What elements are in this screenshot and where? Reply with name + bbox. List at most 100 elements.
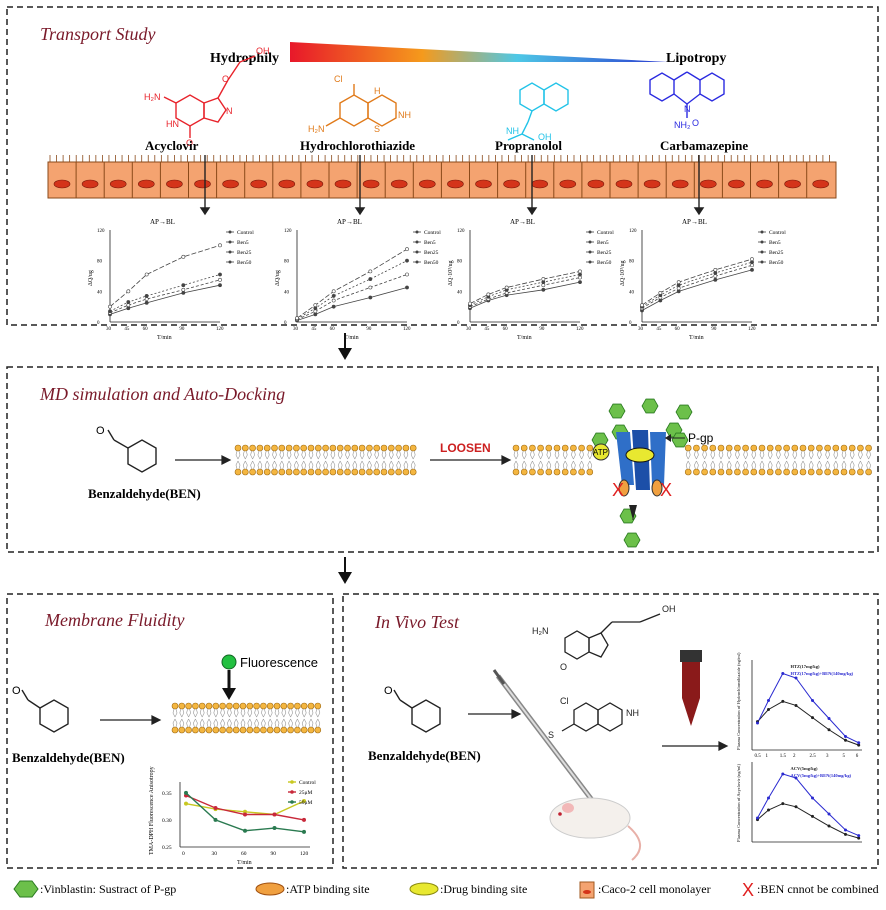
lipid-tail: [388, 450, 394, 460]
lipid-tail: [308, 708, 314, 718]
pk-chart-hctz: Plasma Concentration of Hydrochlorothiaz…: [736, 652, 862, 759]
lipid-head: [198, 702, 206, 710]
lipid-head: [185, 702, 192, 710]
x-tick-label: 120: [576, 327, 584, 332]
x-tick-label: 45: [124, 327, 130, 332]
lipid-tail: [295, 718, 300, 728]
lipid-tail: [800, 460, 806, 470]
lipid-head: [570, 444, 577, 452]
x-tick-label: 120: [403, 327, 411, 332]
svg-text:O: O: [186, 138, 193, 148]
lipid-head: [294, 726, 301, 734]
lipid-tail: [274, 708, 280, 718]
lipid-tail: [272, 450, 277, 460]
lipid-tail: [233, 718, 239, 728]
lipid-tail: [685, 460, 691, 470]
lipid-tail: [841, 450, 847, 460]
lipid-tail: [264, 450, 270, 460]
cell-nucleus: [362, 179, 380, 189]
lipid-tail: [367, 460, 372, 470]
y-tick-label: 40: [284, 290, 290, 295]
lipid-head: [529, 444, 536, 452]
lipid-head: [373, 444, 381, 452]
lipid-head: [701, 468, 708, 476]
x-tick-label: 90: [539, 327, 545, 332]
lipid-tail: [172, 718, 178, 728]
lipid-head: [380, 468, 388, 476]
legend-vinblastin: :Vinblastin: Sustract of P-gp: [40, 882, 176, 896]
lipid-tail: [530, 450, 535, 460]
invivo-arrow-1: [468, 709, 522, 719]
lipid-tail: [264, 460, 270, 470]
cell-nucleus: [699, 179, 717, 189]
ben-structure-invivo: [393, 689, 441, 733]
x-tick-label: 90: [366, 327, 372, 332]
legend-entry: 50μM: [299, 800, 312, 806]
legend-marker: [760, 250, 764, 254]
legend-marker: [588, 260, 592, 264]
lipid-head: [775, 468, 782, 476]
lipid-head: [344, 444, 351, 452]
legend-marker: [588, 250, 592, 254]
lipid-head: [336, 468, 344, 476]
legend-entry: Ben25: [237, 250, 252, 256]
series-line-control: [641, 269, 753, 311]
data-point: [218, 272, 222, 277]
legend-entry: Ben25: [424, 250, 439, 256]
invivo-arrow-2: [662, 741, 729, 751]
legend-marker: [228, 250, 232, 254]
x-tick-label: 1: [766, 754, 769, 759]
data-point: [486, 292, 491, 297]
lipid-tail: [337, 450, 343, 460]
lipid-tail: [538, 450, 543, 460]
x-tick-label: 6: [856, 754, 859, 759]
lipid-tail: [759, 450, 765, 460]
lipid-tail: [767, 450, 773, 460]
data-point: [676, 283, 681, 288]
data-point: [713, 274, 718, 278]
lipid-head: [351, 468, 359, 476]
lipid-head: [387, 444, 395, 452]
data-point: [213, 817, 218, 822]
lipid-tail: [587, 450, 593, 460]
data-point: [405, 285, 409, 290]
lipid-head: [512, 468, 520, 476]
pk-series-combined: [757, 672, 859, 744]
bottom-legend: :Vinblastin: Sustract of P-gp :ATP bindi…: [2, 876, 884, 906]
transport-arrows: [199, 155, 705, 216]
lipid-head: [307, 726, 315, 734]
data-point: [658, 290, 663, 295]
svg-text:H: H: [374, 86, 381, 96]
lipid-head: [263, 444, 271, 452]
cell-nucleus: [671, 179, 689, 189]
x-tick-label: 45: [656, 327, 662, 332]
lipid-head: [198, 726, 206, 734]
lipid-tail: [301, 460, 307, 470]
data-point: [218, 283, 222, 288]
lipid-head: [857, 468, 864, 476]
lipid-head: [239, 702, 247, 710]
data-point: [750, 263, 754, 268]
series-line-control: [296, 287, 408, 321]
legend-marker: [228, 260, 232, 264]
lipid-tail: [233, 708, 239, 718]
fluidity-arrow: [100, 715, 162, 725]
lipid-tail: [374, 450, 380, 460]
lipid-head: [402, 444, 410, 452]
cell-nucleus: [306, 179, 324, 189]
data-point: [811, 814, 814, 818]
lipid-tail: [743, 450, 748, 460]
x-tick-label: 45: [311, 327, 317, 332]
legend-marker: [760, 240, 764, 244]
vinblastin-hexagon: [623, 532, 641, 548]
lipid-tail: [726, 450, 732, 460]
lipid-head: [799, 468, 807, 476]
carbamazepine-structure: [649, 71, 725, 118]
cell-nucleus: [475, 179, 492, 189]
caco2-layer-bg: [47, 161, 837, 199]
lipid-tail: [579, 460, 584, 470]
hydrophily-label: Hydrophily: [210, 51, 279, 66]
lipid-tail: [267, 708, 273, 718]
lipid-tail: [817, 450, 822, 460]
